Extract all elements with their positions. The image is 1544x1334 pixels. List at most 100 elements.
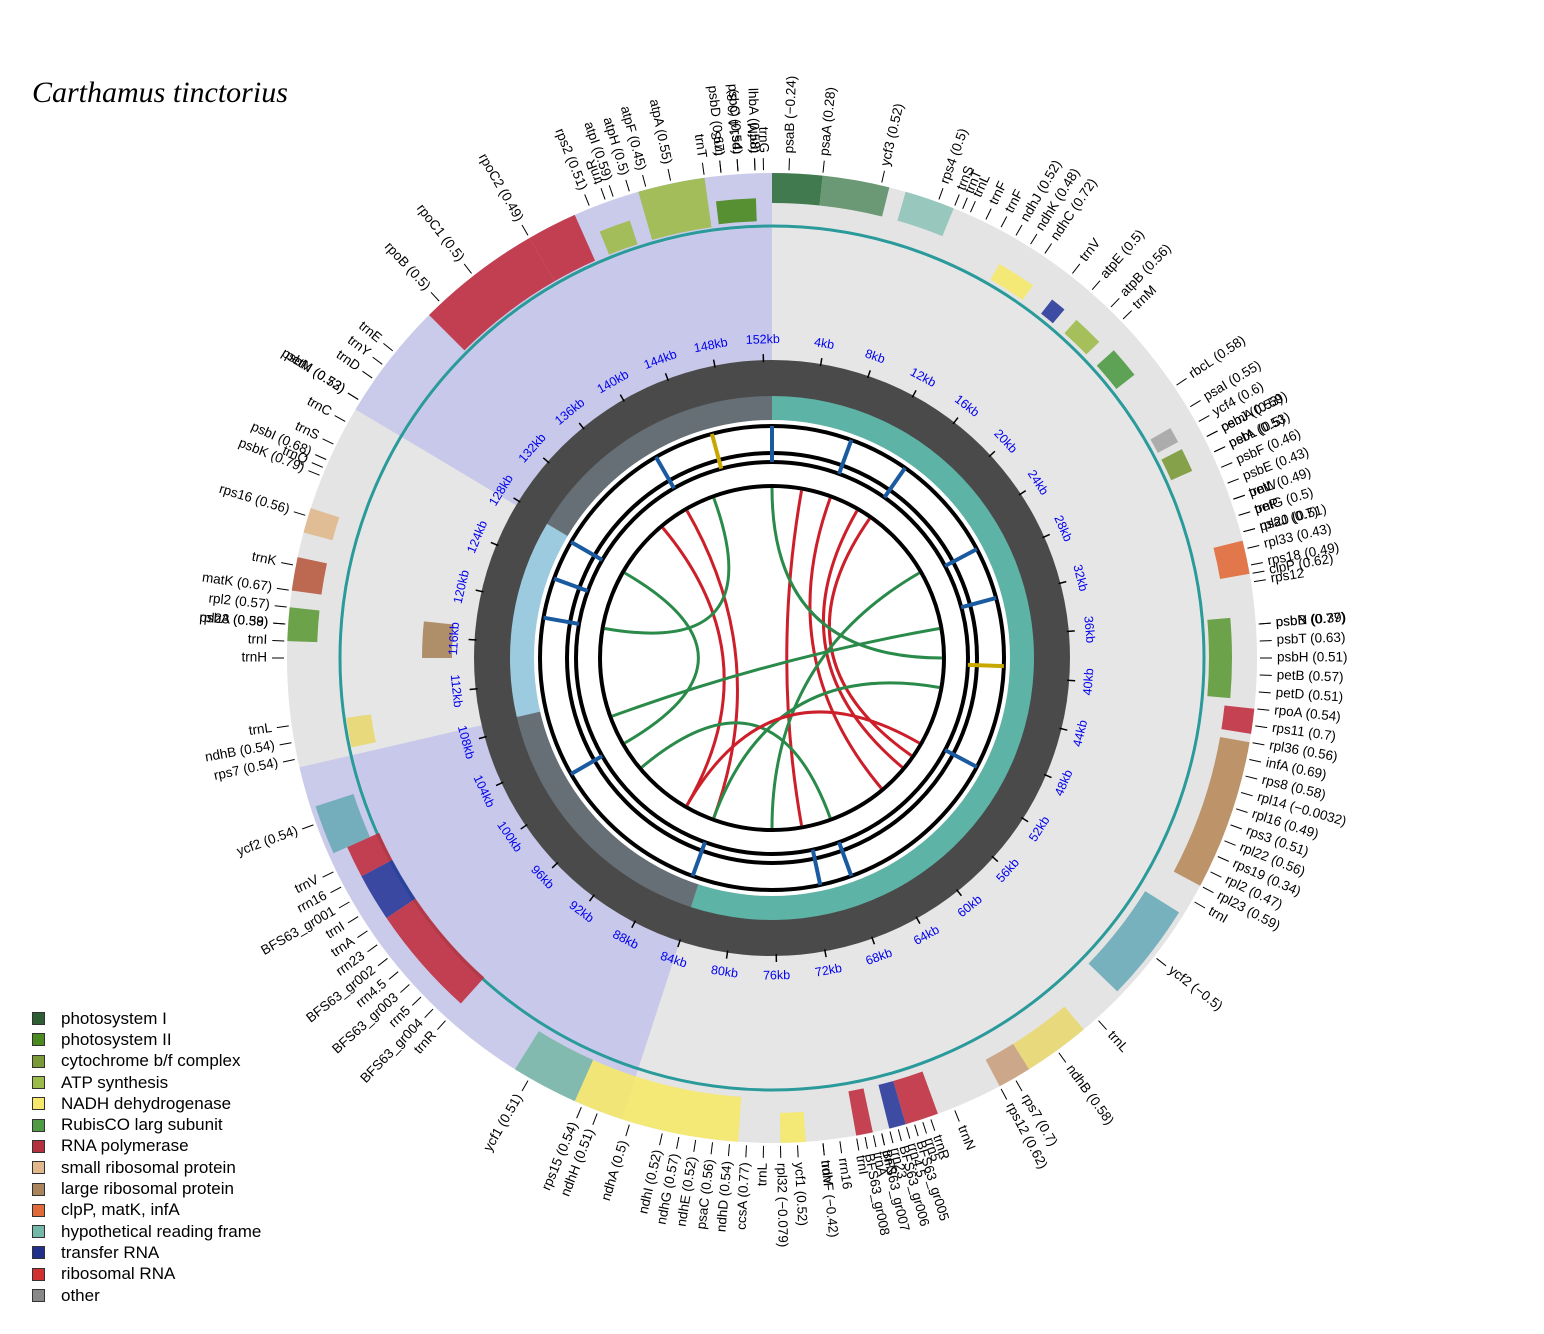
gene-block: [1041, 299, 1065, 324]
gene-label: trnL: [754, 1162, 769, 1186]
repeat-chord: [770, 487, 943, 660]
gene-label-leader: [273, 622, 286, 625]
gene-label-leader: [954, 194, 960, 206]
gene-label-leader: [693, 1139, 697, 1152]
gene-label-leader: [311, 462, 323, 468]
gene-label: trnK: [251, 549, 278, 568]
gene-label-leader: [1257, 708, 1270, 711]
gene-block: [779, 1111, 806, 1143]
gene-label-leader: [400, 984, 410, 993]
gene-label-leader: [889, 1131, 894, 1144]
gene-label-leader: [322, 438, 334, 445]
repeat-chord: [712, 681, 940, 819]
repeat-chord: [685, 710, 920, 806]
gene-label: ccsA (0.77): [734, 1162, 753, 1230]
legend-label: photosystem I: [61, 1008, 167, 1028]
gene-label-leader: [1015, 1080, 1023, 1092]
gene-block: [715, 198, 757, 225]
repeat-marker: [944, 748, 978, 769]
gene-label: trnfM: [745, 122, 761, 153]
gene-label-leader: [727, 1144, 730, 1157]
gene-block: [361, 859, 416, 919]
repeat-chord: [685, 510, 739, 819]
kb-tick-line: [1058, 580, 1067, 585]
repeat-marker: [944, 547, 978, 568]
gene-label-leader: [872, 1135, 877, 1148]
gene-label: trnP: [1252, 495, 1280, 517]
gene-block: [848, 1088, 873, 1136]
gene-label: petD (0.51): [1275, 685, 1343, 705]
gene-block: [878, 1080, 906, 1129]
repeat-marker: [690, 841, 707, 877]
gene-label-leader: [367, 944, 378, 953]
gene-label: psbT (0.63): [1276, 630, 1345, 647]
gene-block: [529, 214, 596, 282]
gene-label-leader: [308, 470, 320, 476]
gene-block: [1207, 617, 1232, 699]
gene-label: petB (0.57): [1276, 667, 1343, 684]
gene-label: trnG: [756, 127, 771, 154]
gene-label: trnV: [1076, 235, 1103, 264]
gene-label-leader: [1072, 263, 1081, 274]
gene-block: [303, 508, 340, 541]
gene-label: ndhD (0.54): [713, 1160, 734, 1232]
kb-tick-line: [823, 949, 827, 958]
gene-label: psbB (0.77): [1275, 609, 1346, 629]
legend-label: ribosomal RNA: [61, 1264, 176, 1284]
kb-tick-line: [520, 823, 528, 830]
gene-label-leader: [1202, 886, 1214, 894]
gene-label: psbC (0.54): [725, 83, 745, 154]
region-arc: [509, 523, 568, 718]
gene-label: trnL: [1105, 1028, 1132, 1056]
gene-label-leader: [1176, 377, 1187, 386]
legend-swatch: [32, 1076, 45, 1090]
gene-label-leader: [347, 916, 359, 924]
kb-tick-label: 76kb: [763, 968, 790, 982]
gene-label: rps2 (0.51): [552, 126, 590, 192]
gene-block: [897, 191, 954, 237]
gene-label-leader: [1000, 1088, 1008, 1100]
legend-swatch: [32, 1097, 45, 1111]
repeat-chord: [770, 571, 920, 829]
gene-label-leader: [437, 1020, 446, 1030]
gene-label-leader: [1030, 233, 1038, 245]
gene-label: psbA (0.58): [199, 610, 269, 630]
repeat-marker: [710, 433, 724, 470]
gene-label-leader: [1240, 792, 1253, 797]
kb-tick-line: [631, 920, 637, 929]
gene-label-leader: [362, 370, 373, 379]
gene-label: rpoC1 (0.5): [414, 201, 468, 264]
genome-backbone: [338, 224, 1206, 1092]
gene-label-leader: [274, 605, 287, 608]
gene-label: trnN: [955, 1123, 978, 1152]
gene-label-leader: [962, 197, 968, 209]
legend-item: hypothetical reading frame: [32, 1221, 261, 1242]
gene-label-leader: [970, 201, 976, 213]
gene-block: [315, 793, 371, 854]
kb-tick-line: [588, 894, 595, 902]
gene-label-leader: [1227, 478, 1239, 484]
legend-label: transfer RNA: [61, 1242, 160, 1262]
gene-label: trnS: [708, 130, 726, 156]
gene-label-leader: [642, 174, 647, 187]
kb-tick-line: [725, 950, 729, 959]
repeat-marker: [543, 615, 580, 626]
gene-label-leader: [1044, 243, 1053, 254]
gene-label-leader: [388, 971, 399, 980]
gene-label-leader: [954, 1110, 960, 1122]
legend-label: NADH dehydrogenase: [61, 1093, 232, 1113]
legend-item: ATP synthesis: [32, 1072, 261, 1093]
legend-label: clpP, matK, infA: [61, 1200, 180, 1220]
gene-label-leader: [822, 1143, 825, 1156]
gene-label: rps16 (0.56): [218, 481, 292, 517]
gene-block: [1088, 891, 1180, 992]
center-fill: [534, 420, 1010, 896]
gene-label-leader: [881, 1133, 885, 1146]
kb-tick-line: [991, 855, 999, 863]
gene-label-leader: [276, 587, 289, 591]
kb-tick-label: 152kb: [746, 332, 780, 347]
gene-label-leader: [1245, 775, 1258, 780]
gene-label-leader: [357, 930, 368, 939]
